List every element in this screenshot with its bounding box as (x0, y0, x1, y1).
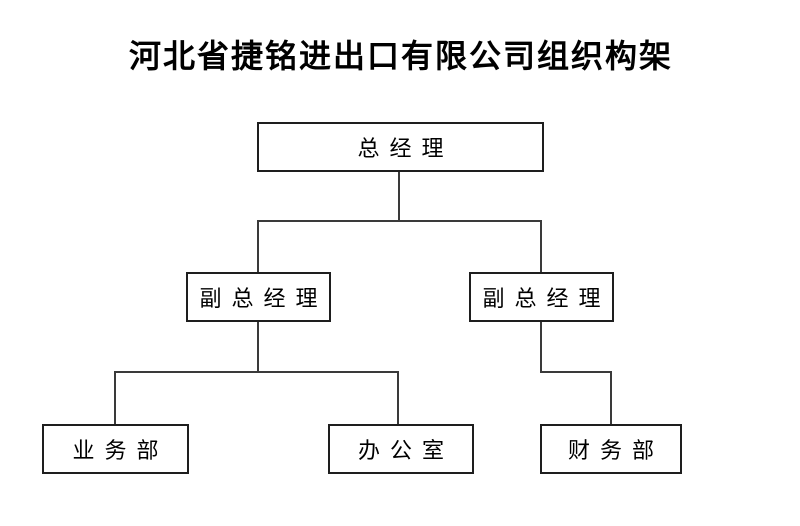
connector-line (610, 371, 612, 424)
connector-line (540, 220, 542, 272)
connector-line (114, 371, 399, 373)
org-node-deputy-manager-left: 副总经理 (186, 272, 331, 322)
org-node-office: 办公室 (328, 424, 474, 474)
connector-line (540, 322, 542, 373)
connector-line (257, 220, 542, 222)
connector-line (257, 322, 259, 373)
connector-line (540, 371, 612, 373)
org-node-finance-department: 财务部 (540, 424, 682, 474)
org-node-business-department: 业务部 (42, 424, 189, 474)
connector-line (397, 371, 399, 424)
connector-line (257, 220, 259, 272)
org-node-deputy-manager-right: 副总经理 (469, 272, 614, 322)
connector-line (114, 371, 116, 424)
page-title: 河北省捷铭进出口有限公司组织构架 (128, 38, 673, 74)
connector-line (398, 171, 400, 222)
org-node-general-manager: 总经理 (257, 122, 544, 172)
